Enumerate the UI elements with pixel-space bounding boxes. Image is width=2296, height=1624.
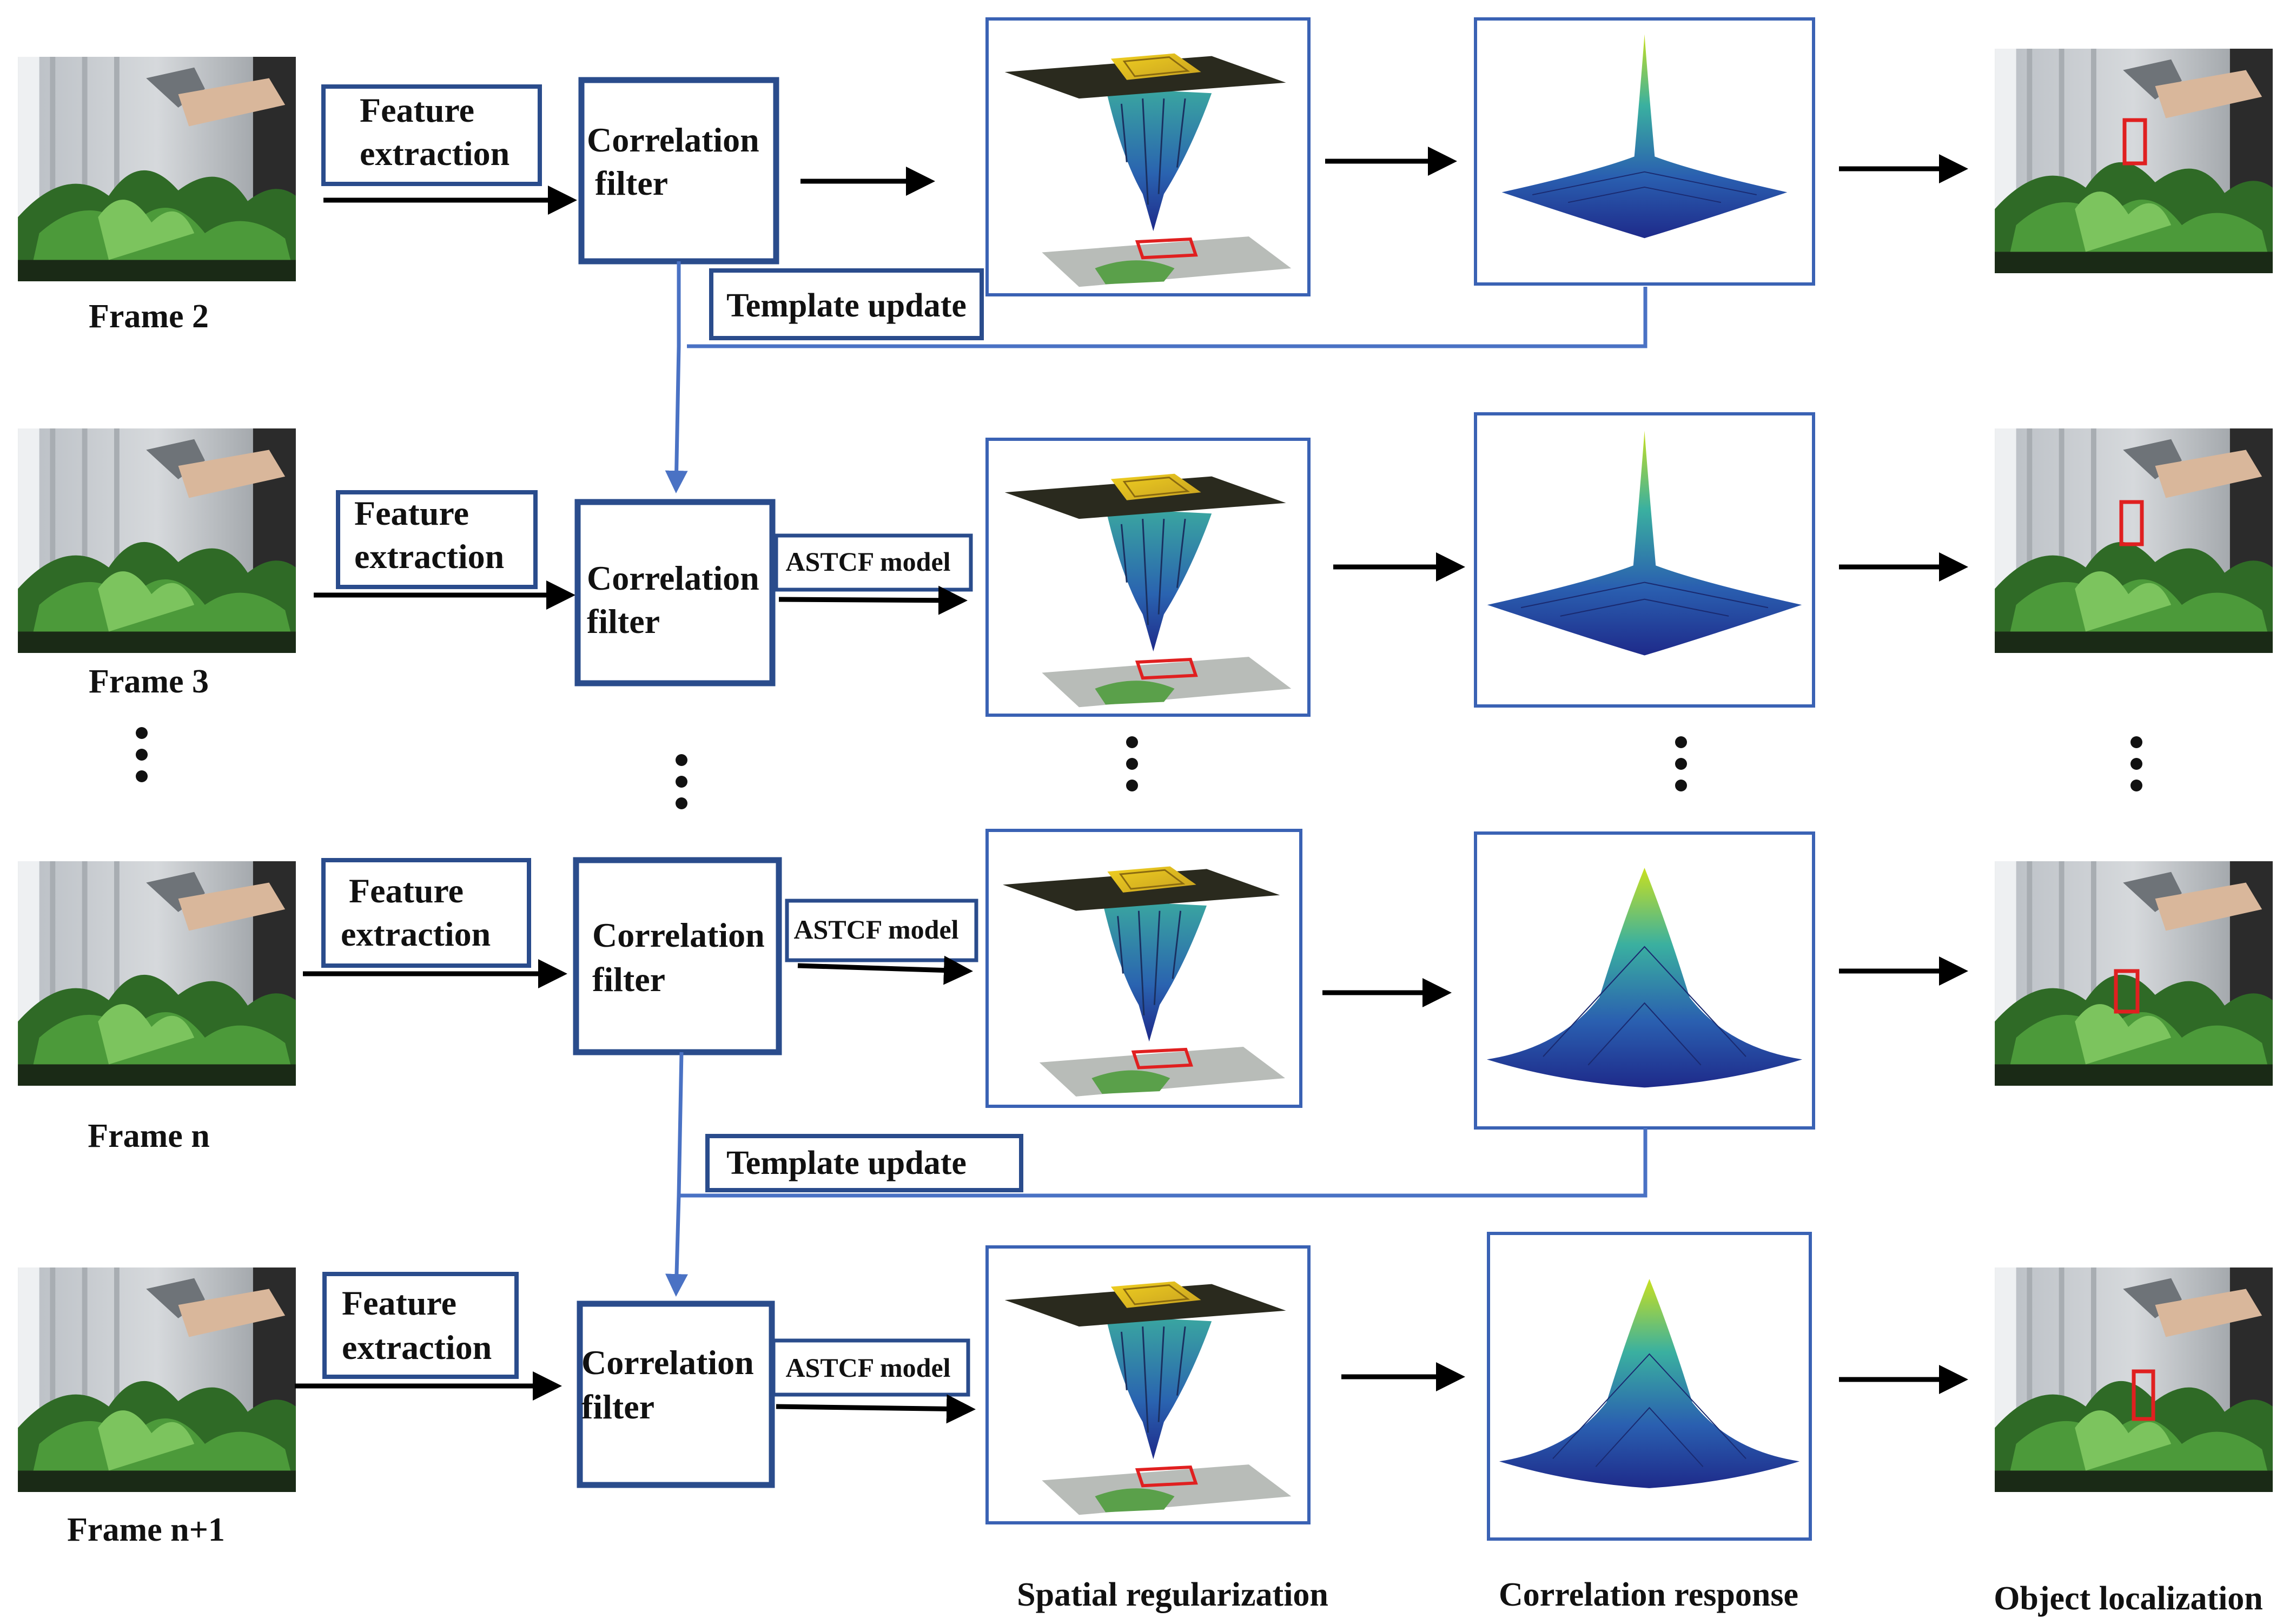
column-title-spatial: Spatial regularization <box>1017 1576 1328 1613</box>
feature-extraction-label-line1: Feature <box>360 91 474 129</box>
row-frame-n: Frame n Feature extraction Correlation f… <box>18 829 2273 1297</box>
frame-image-icon <box>18 57 296 281</box>
row-frame-3: Frame 3 Feature extraction Correlation f… <box>18 412 2273 717</box>
feature-extraction-label-line2: extraction <box>342 1328 492 1366</box>
feature-extraction-box <box>322 1272 519 1379</box>
correlation-filter-label-line2: filter <box>587 602 660 641</box>
target-bounding-box <box>2114 969 2140 1014</box>
astcf-model-label: ASTCF model <box>785 546 950 577</box>
localized-frame-icon <box>1995 428 2273 653</box>
template-update-connector <box>687 287 1647 348</box>
correlation-filter-label-line1: Correlation <box>592 916 765 954</box>
frame-label: Frame n+1 <box>67 1511 225 1548</box>
arrow-to-spatial <box>776 1394 976 1424</box>
column-title-response: Correlation response <box>1499 1576 1798 1613</box>
template-update-box <box>709 268 984 340</box>
frame-image-icon <box>18 428 296 653</box>
target-bounding-box <box>2119 500 2144 546</box>
template-update-label: Template update <box>726 287 967 324</box>
frame-label: Frame n <box>88 1118 210 1154</box>
frame-image-icon <box>18 1267 296 1492</box>
frame-label: Frame 3 <box>89 663 209 700</box>
correlation-filter-label-line1: Correlation <box>581 1343 754 1382</box>
vertical-ellipsis-icon <box>1126 736 1138 791</box>
filter-to-next-connector <box>665 261 688 493</box>
column-title-localization: Object localization <box>1994 1580 2263 1617</box>
astcf-model-box <box>785 899 978 962</box>
arrow-to-spatial <box>778 585 968 615</box>
correlation-filter-label-line1: Correlation <box>587 559 759 597</box>
target-bounding-box <box>2132 1369 2155 1421</box>
feature-extraction-box <box>321 858 531 968</box>
vertical-ellipsis-icon <box>676 754 687 809</box>
template-update-connector <box>679 1128 1647 1198</box>
feature-extraction-label-line2: extraction <box>341 915 491 953</box>
filter-to-next-connector <box>665 1052 688 1297</box>
feature-extraction-box <box>336 490 538 589</box>
row-frame-n-plus-1: Frame n+1 Feature extraction Correlation… <box>18 1232 2273 1548</box>
astcf-model-label: ASTCF model <box>793 914 958 945</box>
correlation-filter-box <box>574 499 776 686</box>
astcf-model-label: ASTCF model <box>785 1352 950 1383</box>
correlation-filter-box <box>578 77 779 265</box>
feature-extraction-box <box>321 84 542 186</box>
template-update-box <box>705 1134 1023 1192</box>
frame-image-icon <box>18 861 296 1086</box>
feature-extraction-label-line1: Feature <box>354 494 469 532</box>
target-bounding-box <box>2122 118 2147 166</box>
continuation-dots <box>136 727 2142 809</box>
template-update-label: Template update <box>726 1145 967 1181</box>
correlation-filter-label-line1: Correlation <box>587 121 759 159</box>
astcf-model-box <box>771 1338 970 1397</box>
row-frame-2: Frame 2 Feature extraction Correlation f… <box>18 17 2273 493</box>
vertical-ellipsis-icon <box>136 727 148 782</box>
localized-frame-icon <box>1995 49 2273 273</box>
correlation-filter-label-line2: filter <box>595 164 668 202</box>
arrow-to-spatial <box>797 955 973 985</box>
feature-extraction-label-line1: Feature <box>349 872 464 910</box>
frame-label: Frame 2 <box>89 298 209 335</box>
astcf-model-box <box>774 533 973 592</box>
vertical-ellipsis-icon <box>2130 736 2142 791</box>
localized-frame-icon <box>1995 861 2273 1086</box>
correlation-filter-label-line2: filter <box>581 1388 654 1426</box>
feature-extraction-label-line2: extraction <box>354 537 504 576</box>
correlation-filter-label-line2: filter <box>592 960 665 999</box>
vertical-ellipsis-icon <box>1675 736 1687 791</box>
correlation-filter-box <box>573 857 782 1055</box>
feature-extraction-label-line2: extraction <box>360 134 510 173</box>
feature-extraction-label-line1: Feature <box>342 1284 456 1322</box>
